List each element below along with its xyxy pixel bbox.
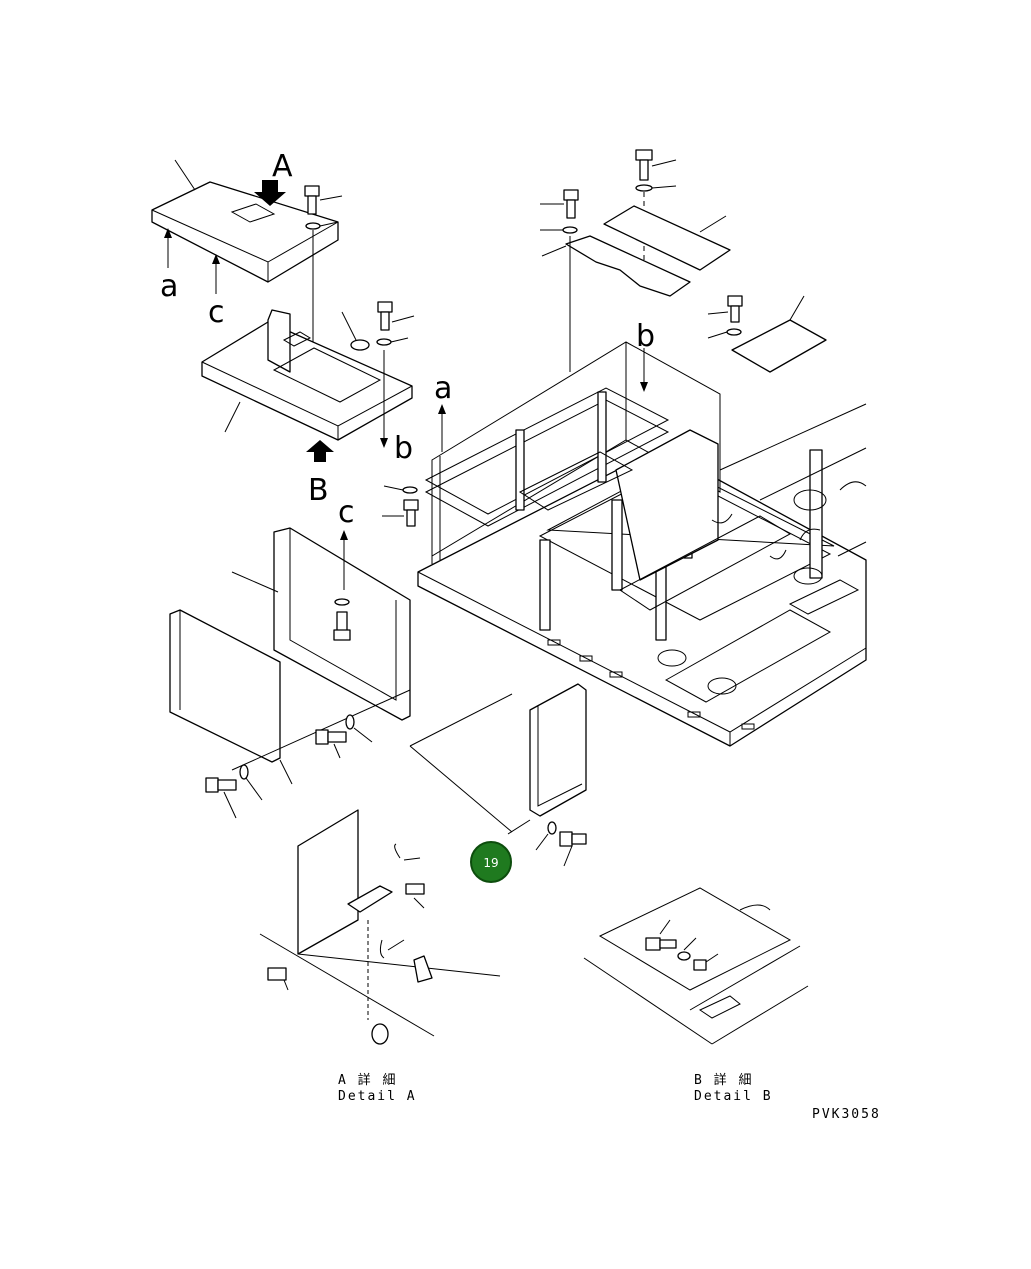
callout-19-label: 19 (483, 856, 498, 870)
washer-icon (535, 821, 557, 851)
battery-box-housing (201, 309, 413, 441)
bolt-icon (707, 295, 743, 323)
svg-text:b: b (636, 319, 655, 354)
bolt-icon (333, 611, 351, 641)
washer-icon (707, 328, 742, 339)
bolt-icon (635, 149, 677, 181)
detail-a-drawing (259, 809, 501, 1045)
arrow-a-frame: a (434, 371, 452, 452)
detail-b-drawing (583, 887, 809, 1045)
main-frame-structure (417, 341, 867, 747)
washer-icon (345, 714, 373, 743)
bracket-plate (541, 235, 691, 297)
bolt-icon (205, 777, 237, 819)
washer-icon (334, 598, 350, 606)
perforated-panel (169, 609, 293, 785)
washer-icon (635, 184, 677, 192)
detail-a-subtitle: Detail A (338, 1089, 417, 1104)
arrow-c-panel: c (338, 495, 355, 590)
side-cover-plate (731, 295, 827, 373)
view-arrow-b: B (306, 440, 334, 508)
drawing-code: PVK3058 (812, 1107, 881, 1122)
svg-text:B: B (308, 473, 329, 508)
callout-19-button[interactable]: 19 (470, 841, 512, 883)
bolt-icon (377, 301, 415, 331)
washer-icon (239, 764, 263, 801)
svg-text:b: b (394, 431, 413, 466)
arrow-b-mid: b (380, 350, 413, 466)
bolt-icon (382, 499, 419, 527)
arrow-c-top: c (208, 254, 225, 330)
center-cover-panel (529, 683, 587, 817)
washer-icon (383, 485, 418, 494)
washer-icon (305, 221, 339, 230)
detail-b-subtitle: Detail B (694, 1089, 773, 1104)
bolt-icon (315, 729, 347, 759)
arrow-b-frame: b (636, 319, 655, 392)
svg-text:a: a (434, 371, 452, 406)
top-cover-panel (151, 159, 339, 283)
view-arrow-a: A (254, 149, 293, 206)
bolt-icon (304, 185, 343, 215)
plug-icon (341, 311, 370, 351)
svg-text:A: A (272, 149, 293, 184)
svg-text:c: c (208, 295, 225, 330)
bolt-icon (540, 189, 579, 219)
washer-icon (376, 337, 409, 346)
detail-a-title: A 詳 細 (338, 1072, 397, 1088)
detail-b-title: B 詳 細 (694, 1072, 753, 1088)
washer-icon (540, 226, 578, 234)
bolt-icon (559, 831, 587, 867)
svg-text:a: a (160, 269, 178, 304)
arrow-a-top: a (160, 228, 178, 304)
upper-cover-plate (603, 205, 731, 271)
svg-text:c: c (338, 495, 355, 530)
